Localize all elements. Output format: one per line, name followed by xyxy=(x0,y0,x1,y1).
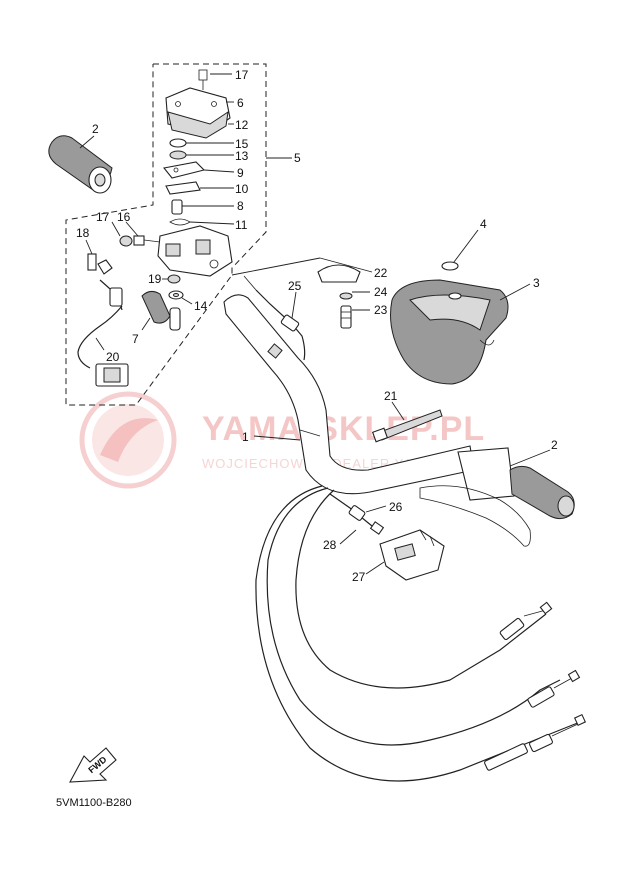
side-screws xyxy=(119,235,161,247)
cable-tie xyxy=(371,409,443,443)
handlebar-pad xyxy=(390,261,509,385)
callout-17-left: 17 xyxy=(96,210,110,224)
callout-18: 18 xyxy=(76,226,90,240)
switch-cover xyxy=(165,69,231,139)
fwd-arrow-icon: FWD xyxy=(69,747,117,783)
callout-23: 23 xyxy=(374,303,388,317)
callout-21: 21 xyxy=(384,389,398,403)
callout-8: 8 xyxy=(237,199,244,213)
callout-25: 25 xyxy=(288,279,302,293)
callout-1: 1 xyxy=(242,430,249,444)
callout-9: 9 xyxy=(237,166,244,180)
left-grip xyxy=(48,135,113,194)
callout-7: 7 xyxy=(132,332,139,346)
watermark: YAMA-SKLEP.PL WOJCIECHOWICZ DEALER YAMAH… xyxy=(79,391,484,489)
switch-internal-parts xyxy=(162,138,206,226)
callout-11: 11 xyxy=(235,218,248,232)
handlebar xyxy=(223,294,475,495)
handlebar-clamp xyxy=(317,264,361,329)
throttle-lever xyxy=(141,290,181,331)
callout-14: 14 xyxy=(194,299,208,313)
callout-4: 4 xyxy=(480,217,487,231)
wire-harness xyxy=(77,253,129,387)
leader-lines xyxy=(79,73,551,575)
callout-10: 10 xyxy=(235,182,249,196)
callout-2-right: 2 xyxy=(551,438,558,452)
callout-17-top: 17 xyxy=(235,68,249,82)
callout-27: 27 xyxy=(352,570,366,584)
callout-19: 19 xyxy=(148,272,162,286)
callouts: 17 6 12 15 13 5 9 10 8 11 2 17 16 18 19 … xyxy=(76,68,558,584)
callout-16: 16 xyxy=(117,210,131,224)
callout-6: 6 xyxy=(237,96,244,110)
callout-28: 28 xyxy=(323,538,337,552)
throttle-block xyxy=(329,493,445,581)
callout-3: 3 xyxy=(533,276,540,290)
callout-5: 5 xyxy=(294,151,301,165)
diagram-code: 5VM1100-B280 xyxy=(56,797,132,809)
control-cables xyxy=(255,485,581,782)
callout-20: 20 xyxy=(106,350,120,364)
washers-19-14 xyxy=(167,274,184,300)
callout-24: 24 xyxy=(374,285,388,299)
switch-housing xyxy=(157,225,233,277)
cable-ends xyxy=(484,601,587,771)
callout-15: 15 xyxy=(235,137,249,151)
callout-2-left: 2 xyxy=(92,122,99,136)
clamp-leaders xyxy=(231,257,373,276)
right-grip-assembly xyxy=(419,447,575,547)
callout-13: 13 xyxy=(235,149,249,163)
callout-22: 22 xyxy=(374,266,388,280)
callout-12: 12 xyxy=(235,118,249,132)
top-cable xyxy=(243,275,306,361)
callout-26: 26 xyxy=(389,500,403,514)
